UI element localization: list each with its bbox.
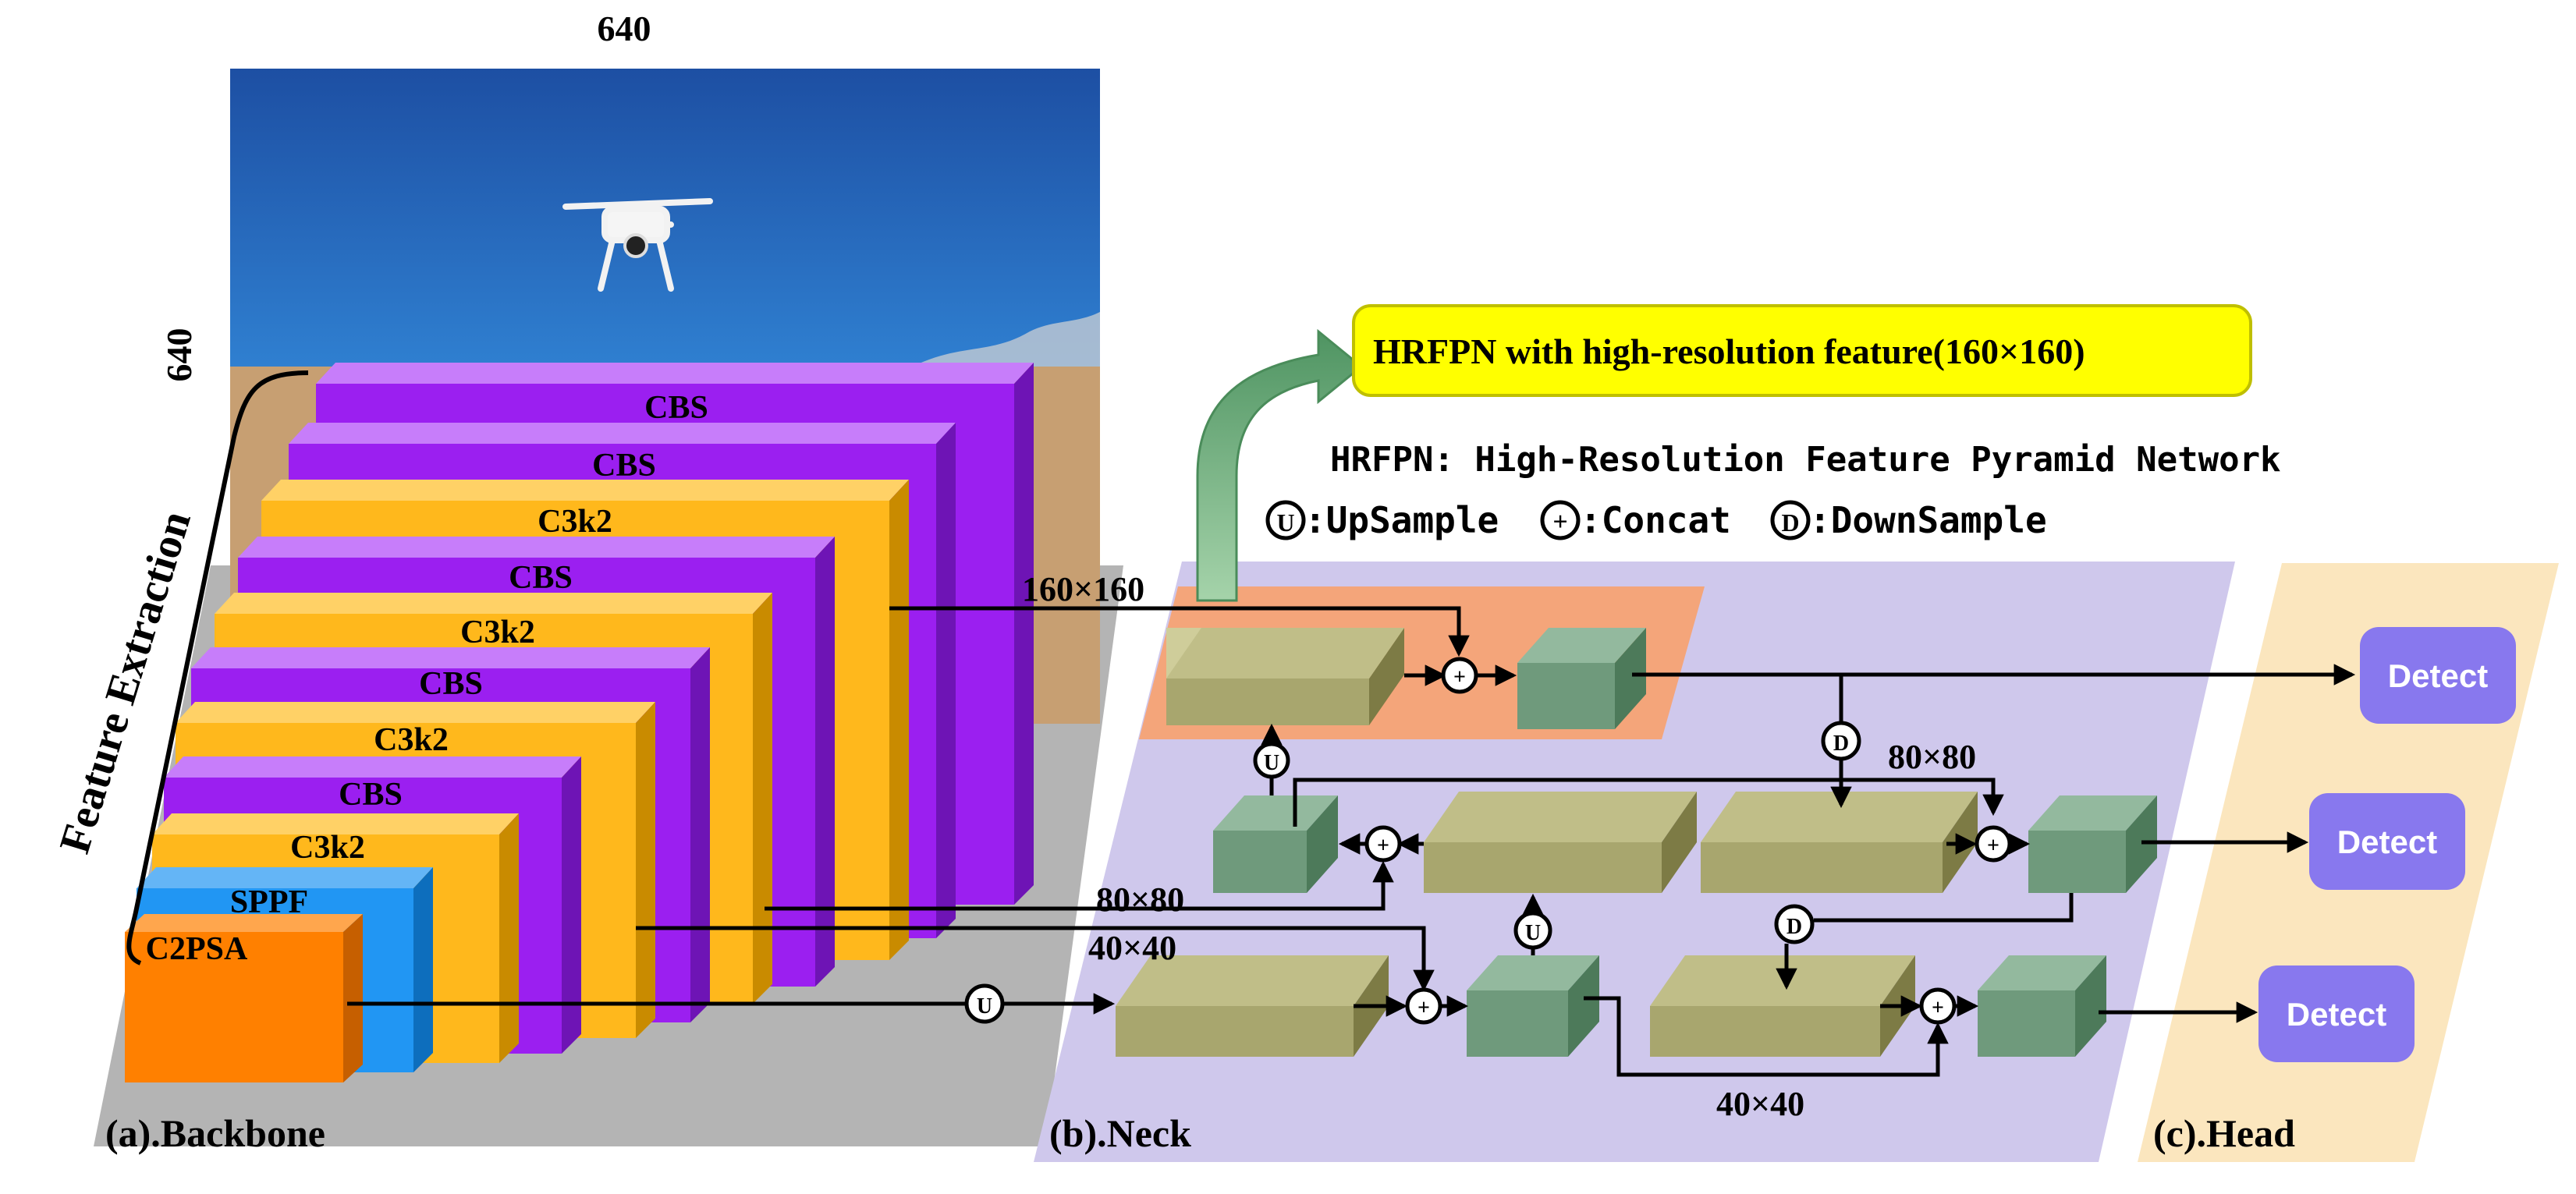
legend-downsample-label: :DownSample — [1809, 499, 2047, 541]
hrfpn-callout-box — [1352, 304, 2252, 397]
resolution-label-160: 160×160 — [1022, 570, 1144, 608]
concat-icon — [1364, 825, 1402, 863]
concat-icon — [1919, 987, 1957, 1025]
op-downsample-p3: D — [1774, 904, 1815, 944]
concat-icon — [1441, 657, 1478, 694]
legend-upsample-label: :UpSample — [1304, 499, 1499, 541]
layer-label: CBS — [644, 390, 708, 426]
layer-label: CBS — [339, 777, 403, 813]
op-concat-p4-right: + — [1919, 987, 1957, 1025]
op-concat-p3-left: + — [1364, 825, 1402, 863]
svg-text:U: U — [1276, 508, 1294, 537]
legend-concat-label: :Concat — [1580, 499, 1731, 541]
hrfpn-green-arrow — [1196, 328, 1364, 602]
hrfpn-definition: HRFPN: High-Resolution Feature Pyramid N… — [1330, 440, 2281, 480]
op-downsample-p2: D — [1821, 721, 1861, 761]
svg-text:+: + — [1932, 996, 1944, 1020]
layer-label: C3k2 — [460, 615, 535, 650]
neck-block-p3-left-green — [1213, 795, 1338, 893]
neck-block-p2-green — [1517, 628, 1646, 729]
svg-text:D: D — [1781, 508, 1799, 537]
legend-concat: + :Concat — [1540, 499, 1731, 541]
neck-block-p2-olive — [1166, 628, 1404, 725]
detect-head-1: Detect — [2360, 627, 2516, 724]
layer-label: C3k2 — [538, 504, 612, 540]
upsample-icon — [1265, 500, 1306, 540]
svg-text:+: + — [1418, 996, 1430, 1020]
resolution-label-80-left: 80×80 — [1096, 880, 1184, 919]
concat-icon — [1405, 987, 1442, 1025]
detect-label: Detect — [2337, 824, 2437, 860]
feature-extraction-bracket — [126, 370, 309, 965]
op-concat-p4-left: + — [1405, 987, 1442, 1025]
op-concat-p2: + — [1441, 657, 1478, 694]
svg-text:U: U — [1264, 751, 1279, 775]
neck-block-p3b-olive — [1701, 792, 1978, 893]
neck-block-p4b-olive — [1650, 955, 1915, 1057]
neck-block-p3a-olive — [1424, 792, 1697, 893]
backbone-section-label: (a).Backbone — [105, 1111, 325, 1155]
legend-downsample: D :DownSample — [1770, 499, 2047, 541]
layer-c2psa: C2PSA — [125, 914, 363, 1082]
layer-label: C2PSA — [146, 931, 248, 967]
neck-block-p4-mid-green — [1467, 955, 1599, 1057]
op-concat-p3-right: + — [1975, 825, 2012, 863]
neck-block-p4a-olive — [1116, 955, 1389, 1057]
drone-icon — [562, 198, 713, 292]
concat-icon — [1975, 825, 2012, 863]
svg-text:+: + — [1987, 834, 1999, 858]
op-upsample-p2: U — [1253, 742, 1290, 779]
layer-label: CBS — [592, 448, 656, 484]
downsample-icon — [1774, 904, 1815, 944]
detect-head-2: Detect — [2309, 793, 2465, 890]
legend-upsample: U :UpSample — [1265, 499, 1499, 541]
downsample-icon — [1821, 721, 1861, 761]
concat-icon — [1540, 500, 1581, 540]
upsample-icon — [1513, 911, 1552, 950]
head-section-label: (c).Head — [2153, 1111, 2295, 1155]
upsample-icon — [964, 983, 1005, 1024]
svg-text:U: U — [977, 994, 992, 1019]
upsample-icon — [1253, 742, 1290, 779]
connections — [347, 606, 2356, 1077]
neck-section-label: (b).Neck — [1049, 1111, 1191, 1155]
svg-text:D: D — [1787, 915, 1802, 939]
image-width-label: 640 — [598, 9, 651, 48]
detect-label: Detect — [2388, 657, 2488, 694]
layer-label: CBS — [509, 560, 573, 596]
detect-label: Detect — [2287, 996, 2386, 1033]
svg-text:+: + — [1453, 665, 1466, 689]
hrfpn-callout-text: HRFPN with high-resolution feature(160×1… — [1373, 331, 2085, 371]
svg-text:U: U — [1525, 921, 1541, 945]
svg-text:D: D — [1833, 732, 1849, 756]
resolution-label-40-left: 40×40 — [1088, 929, 1176, 967]
op-upsample-p4: U — [964, 983, 1005, 1024]
downsample-icon — [1770, 500, 1811, 540]
svg-text:+: + — [1552, 508, 1567, 537]
layer-label: C3k2 — [290, 830, 365, 866]
resolution-label-40-bottom: 40×40 — [1716, 1085, 1804, 1123]
detect-head-3: Detect — [2258, 965, 2415, 1062]
layer-label: CBS — [419, 666, 483, 702]
svg-text:+: + — [1377, 834, 1389, 858]
layer-label: C3k2 — [374, 722, 449, 758]
resolution-label-80-right: 80×80 — [1888, 738, 1976, 776]
neck-block-p3-right-green — [2028, 795, 2157, 893]
image-height-label: 640 — [159, 328, 199, 382]
op-upsample-p3: U — [1513, 911, 1552, 950]
neck-block-p4-right-green — [1978, 955, 2106, 1057]
